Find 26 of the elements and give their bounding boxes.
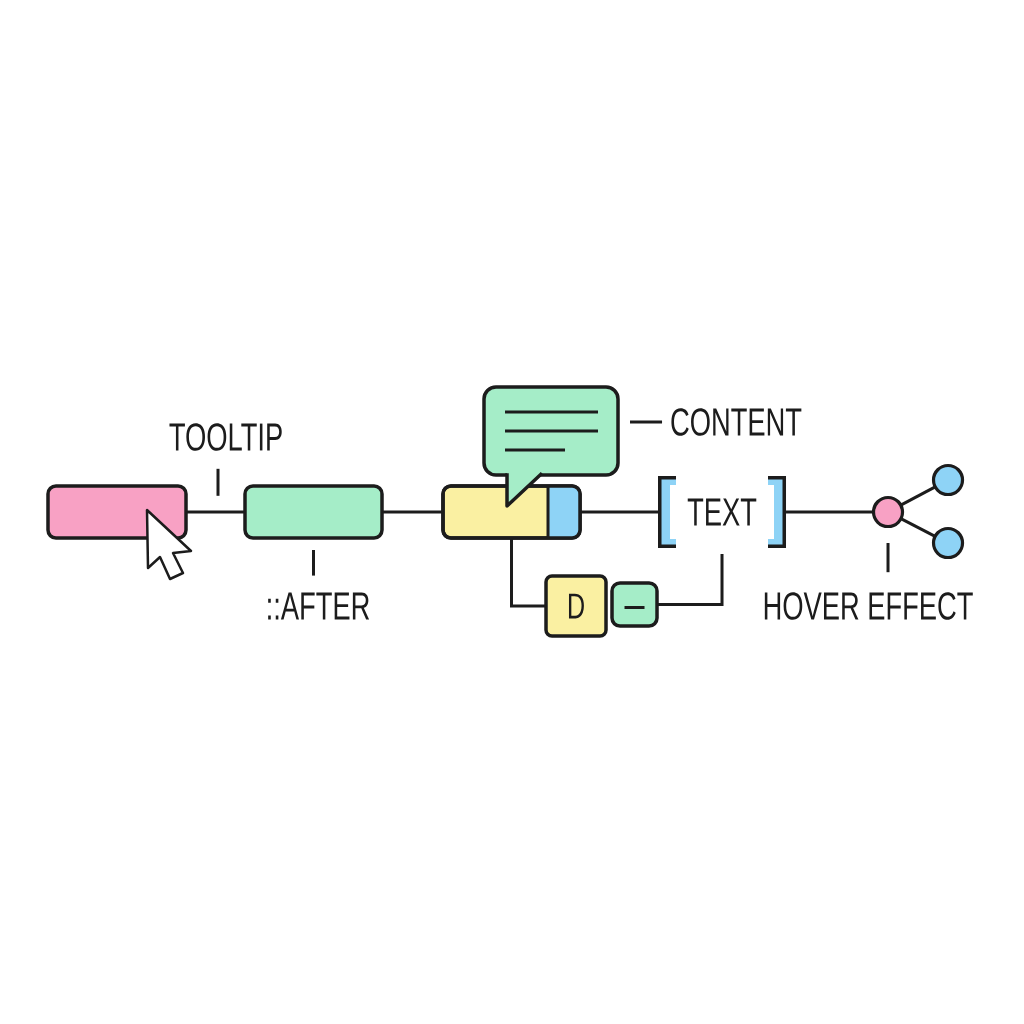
- connector-line: [580, 510, 658, 514]
- leader-line: [216, 468, 220, 496]
- speech-bubble: [482, 385, 620, 508]
- callout-label: HOVER EFFECT: [764, 592, 973, 620]
- bracketed-text: TEXT: [658, 476, 786, 548]
- rounded-box: [243, 484, 384, 540]
- rounded-box: [46, 484, 188, 540]
- elbow-connector: [510, 538, 546, 608]
- callout-label: ::AFTER: [268, 592, 370, 620]
- connector-line: [382, 510, 443, 514]
- connector-line: [900, 517, 936, 538]
- callout-label: CONTENT: [671, 408, 802, 436]
- leader-line: [630, 420, 663, 424]
- connector-line: [900, 485, 936, 507]
- split-box: [441, 484, 582, 540]
- connector-line: [186, 510, 245, 514]
- connector-line: [786, 510, 874, 514]
- circle-node: [931, 526, 965, 560]
- letter-box: D: [544, 574, 608, 638]
- circle-node: [871, 495, 905, 529]
- elbow-connector: [657, 554, 724, 606]
- circle-node: [931, 463, 965, 497]
- leader-line: [312, 550, 315, 576]
- minus-box: [610, 581, 659, 628]
- callout-label: TOOLTIP: [169, 423, 282, 451]
- leader-line: [886, 543, 890, 573]
